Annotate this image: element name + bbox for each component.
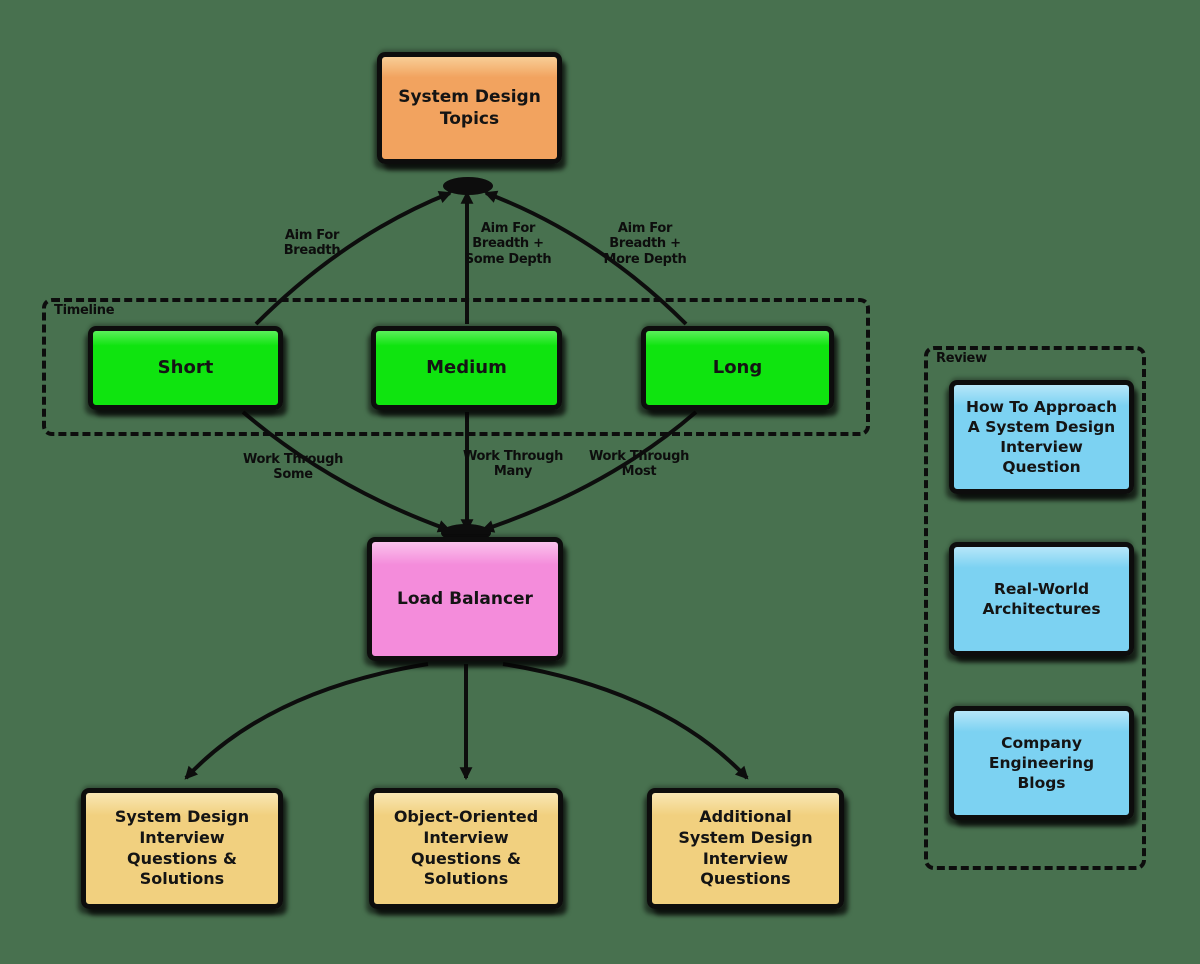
- timeline-group-frame: Timeline: [42, 298, 870, 436]
- node-system-design-topics: System Design Topics: [377, 52, 562, 164]
- node-label: Object-Oriented Interview Questions & So…: [393, 806, 539, 889]
- node-system-design-interview-questions: System Design Interview Questions & Solu…: [81, 788, 283, 909]
- edge-long-to-loadbalancer: [480, 410, 698, 533]
- node-timeline-long: Long: [641, 326, 834, 410]
- node-object-oriented-interview-questions: Object-Oriented Interview Questions & So…: [369, 788, 563, 909]
- edge-label-aim-breadth: Aim For Breadth: [283, 228, 341, 259]
- edge-loadbalancer-to-sd-questions: [184, 662, 429, 780]
- edge-long-to-topics: [483, 190, 688, 326]
- edge-label-work-most: Work Through Most: [588, 449, 690, 480]
- node-label: Short: [157, 357, 214, 379]
- node-timeline-medium: Medium: [371, 326, 562, 410]
- node-label: Medium: [426, 357, 507, 379]
- node-label: Company Engineering Blogs: [988, 733, 1095, 793]
- node-label: How To Approach A System Design Intervie…: [965, 397, 1118, 477]
- edge-label-work-many: Work Through Many: [462, 449, 564, 480]
- arrow-cluster-topics: [443, 177, 493, 195]
- edge-label-aim-more-depth: Aim For Breadth + More Depth: [603, 221, 687, 267]
- node-label: Real-World Architectures: [982, 579, 1101, 618]
- node-label: System Design Interview Questions & Solu…: [114, 806, 250, 889]
- node-company-engineering-blogs: Company Engineering Blogs: [949, 706, 1134, 820]
- node-load-balancer: Load Balancer: [367, 537, 563, 661]
- node-how-to-approach-interview-question: How To Approach A System Design Intervie…: [949, 380, 1134, 494]
- node-label: Long: [712, 357, 763, 379]
- timeline-group-label: Timeline: [54, 303, 115, 318]
- edge-label-aim-some-depth: Aim For Breadth + Some Depth: [464, 221, 552, 267]
- node-label: Additional System Design Interview Quest…: [678, 806, 813, 889]
- edge-short-to-loadbalancer: [241, 410, 452, 533]
- edge-label-work-some: Work Through Some: [242, 452, 344, 483]
- edge-loadbalancer-to-additional-questions: [502, 662, 749, 780]
- node-real-world-architectures: Real-World Architectures: [949, 542, 1134, 656]
- node-additional-system-design-interview-questions: Additional System Design Interview Quest…: [647, 788, 844, 909]
- edge-short-to-topics: [254, 191, 452, 326]
- node-timeline-short: Short: [88, 326, 283, 410]
- review-group-frame: Review: [924, 346, 1146, 870]
- node-label: System Design Topics: [398, 86, 541, 129]
- review-group-label: Review: [936, 351, 987, 366]
- node-label: Load Balancer: [397, 588, 533, 609]
